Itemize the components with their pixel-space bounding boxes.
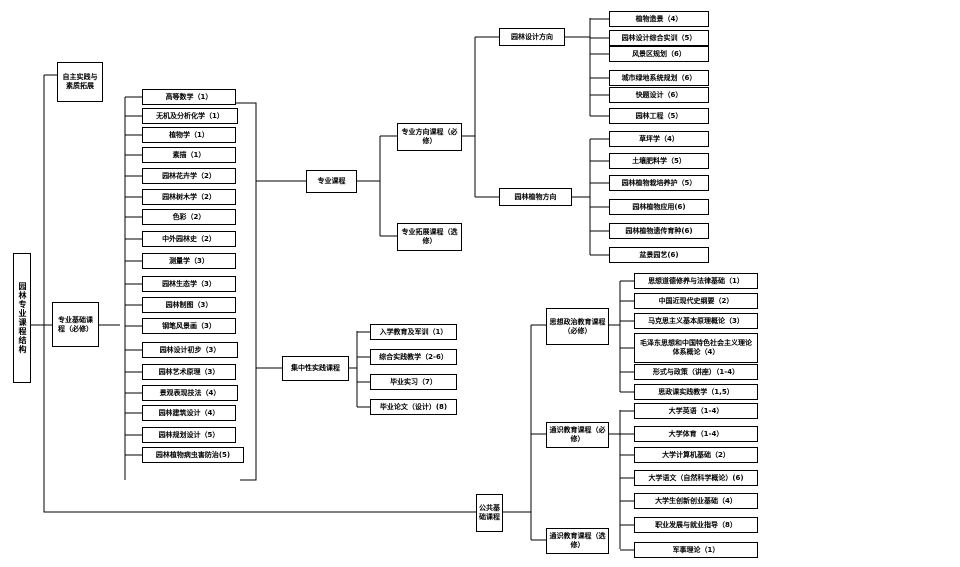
practice-node[interactable]: 集中性实践课程 (282, 356, 349, 381)
plant-course-6[interactable]: 盆景园艺(6) (609, 247, 709, 263)
basic-course-7[interactable]: 色彩（2） (142, 209, 236, 225)
basic-course-15[interactable]: 景观表现技法（4） (142, 385, 238, 401)
political-course-1[interactable]: 思想道德修养与法律基础（1） (634, 273, 758, 289)
general-course-7[interactable]: 军事理论（1） (634, 542, 758, 558)
political-course-2[interactable]: 中国近现代史纲要（2） (634, 293, 758, 309)
political-node[interactable]: 思想政治教育课程（必修） (546, 308, 609, 345)
self-practice-node[interactable]: 自主实践与素质拓展 (57, 62, 103, 102)
basic-course-4[interactable]: 素描（1） (142, 147, 236, 163)
basic-course-6[interactable]: 园林树木学（2） (142, 189, 236, 205)
design-course-6[interactable]: 园林工程（5） (609, 108, 709, 124)
design-course-4[interactable]: 城市绿地系统规划（6） (609, 70, 709, 86)
basic-course-12[interactable]: 钢笔风景画（3） (142, 318, 236, 334)
basic-course-13[interactable]: 园林设计初步（3） (142, 342, 238, 358)
public-node[interactable]: 公共基础课程 (476, 494, 503, 532)
prof-expand-node[interactable]: 专业拓展课程（选修） (397, 223, 462, 251)
plant-course-3[interactable]: 园林植物栽培养护（5） (609, 175, 709, 191)
plant-direction-node[interactable]: 园林植物方向 (499, 188, 572, 206)
general-req-node[interactable]: 通识教育课程（必修） (546, 422, 609, 448)
root-node[interactable]: 园林专业课程结构 (13, 253, 31, 383)
plant-course-2[interactable]: 土壤肥料学（5） (609, 153, 709, 169)
basic-course-18[interactable]: 园林植物病虫害防治(5) (142, 447, 244, 463)
political-course-6[interactable]: 思政课实践教学（1,5） (634, 384, 758, 400)
design-course-5[interactable]: 快题设计（6） (609, 87, 709, 103)
plant-course-1[interactable]: 草坪学（4） (609, 131, 709, 147)
design-direction-node[interactable]: 园林设计方向 (499, 28, 565, 46)
general-course-4[interactable]: 大学语文（自然科学概论）(6) (634, 470, 758, 486)
practice-course-3[interactable]: 毕业实习（7） (370, 374, 457, 390)
basic-course-2[interactable]: 无机及分析化学（1） (142, 108, 238, 124)
general-course-3[interactable]: 大学计算机基础（2） (634, 447, 758, 463)
practice-course-2[interactable]: 综合实践教学（2-6） (370, 349, 457, 365)
practice-course-4[interactable]: 毕业论文（设计）(8) (370, 399, 457, 415)
plant-course-5[interactable]: 园林植物遗传育种(6) (609, 223, 709, 239)
general-course-5[interactable]: 大学生创新创业基础（4） (634, 493, 758, 509)
basic-course-11[interactable]: 园林制图（3） (142, 297, 236, 313)
plant-course-4[interactable]: 园林植物应用(6) (609, 199, 709, 215)
basic-course-9[interactable]: 测量学（3） (142, 253, 236, 269)
design-course-3[interactable]: 风景区规划（6） (609, 46, 709, 62)
general-course-2[interactable]: 大学体育（1-4） (634, 426, 758, 442)
basic-course-3[interactable]: 植物学（1） (142, 127, 236, 143)
basic-course-10[interactable]: 园林生态学（3） (142, 276, 236, 292)
basic-course-1[interactable]: 高等数学（1） (142, 89, 236, 105)
basic-course-5[interactable]: 园林花卉学（2） (142, 168, 236, 184)
basic-course-8[interactable]: 中外园林史（2） (142, 231, 236, 247)
prof-direction-node[interactable]: 专业方向课程（必修） (397, 123, 462, 151)
design-course-1[interactable]: 植物造景（4） (609, 11, 709, 27)
political-course-4[interactable]: 毛泽东思想和中国特色社会主义理论体系概论（4） (634, 333, 758, 363)
political-course-3[interactable]: 马克思主义基本原理概论（3） (634, 313, 758, 329)
basic-course-17[interactable]: 园林规划设计（5） (142, 427, 236, 443)
general-elec-node[interactable]: 通识教育课程（选修） (546, 528, 609, 554)
general-course-1[interactable]: 大学英语（1-4） (634, 403, 758, 419)
practice-course-1[interactable]: 入学教育及军训（1） (370, 324, 457, 340)
basic-course-14[interactable]: 园林艺术原理（3） (142, 364, 236, 380)
design-course-2[interactable]: 园林设计综合实训（5） (609, 30, 709, 46)
prof-basic-node[interactable]: 专业基础课程（必修） (52, 302, 99, 347)
prof-course-node[interactable]: 专业课程 (306, 170, 357, 193)
general-course-6[interactable]: 职业发展与就业指导（8） (634, 517, 758, 533)
basic-course-16[interactable]: 园林建筑设计（4） (142, 405, 236, 421)
political-course-5[interactable]: 形式与政策（讲座）（1-4） (634, 364, 758, 380)
